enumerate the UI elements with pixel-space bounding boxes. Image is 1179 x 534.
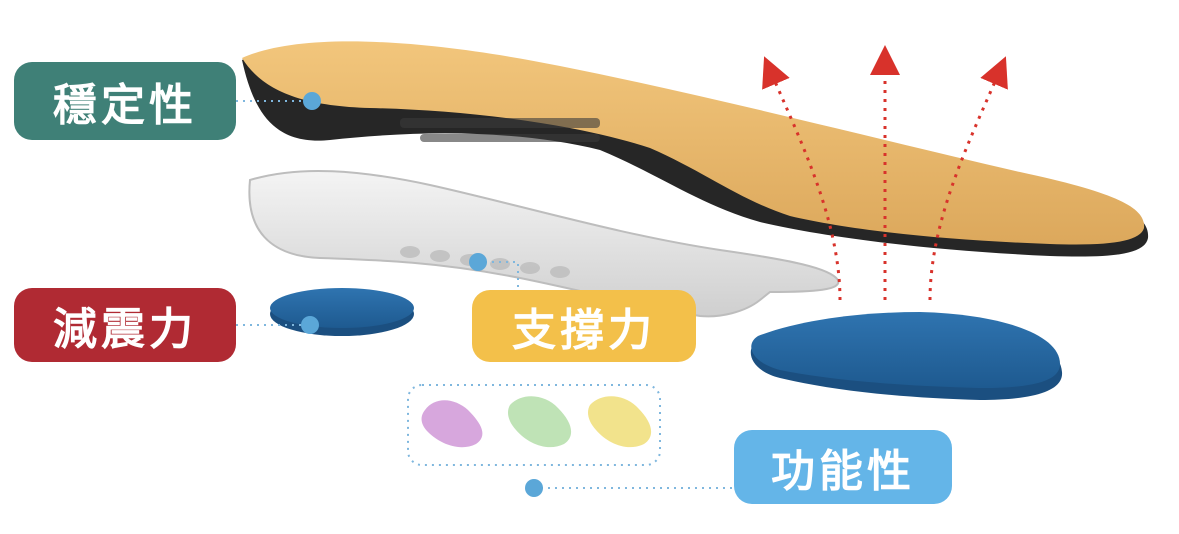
support-shell [248, 169, 840, 318]
forefoot-pad [750, 312, 1063, 400]
arch-inserts-group [407, 384, 661, 466]
shock-absorption-label: 減震力 [14, 288, 236, 362]
arch-insert-purple [421, 400, 483, 448]
connector-dots [301, 92, 543, 497]
arch-insert-green [508, 396, 572, 448]
connectors [236, 100, 734, 489]
insole-top-layer [242, 41, 1149, 257]
airflow-arrow [762, 45, 1008, 301]
functionality-label: 功能性 [734, 430, 952, 504]
stability-label: 穩定性 [14, 62, 236, 140]
heel-pad [270, 288, 414, 336]
arch-insert-yellow [588, 396, 652, 448]
support-label: 支撐力 [472, 290, 696, 362]
